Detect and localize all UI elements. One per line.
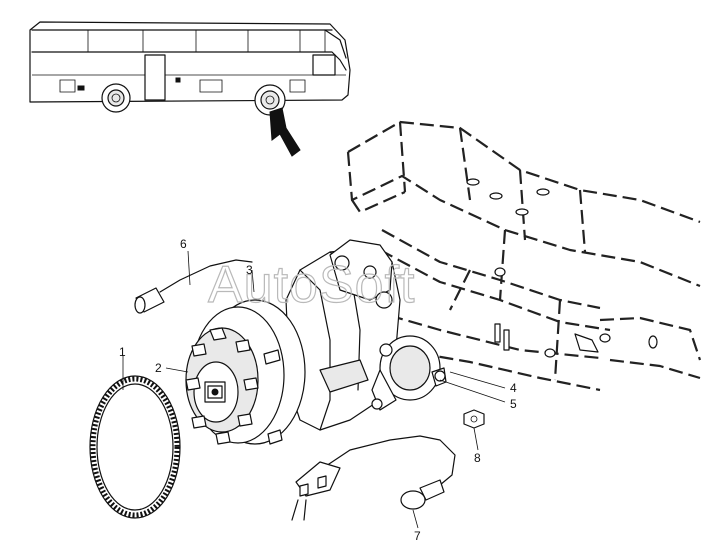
watermark: AutoSoft	[208, 256, 415, 314]
wheel-nuts	[185, 327, 283, 445]
wheel-hub	[185, 299, 306, 445]
callout-4: 4	[510, 381, 517, 395]
callout-3: 3	[246, 263, 253, 277]
abs-sensor-cable-upper	[134, 259, 253, 314]
callout-2: 2	[155, 361, 162, 375]
bus-illustration	[29, 21, 351, 157]
callout-5: 5	[510, 397, 517, 411]
abs-tone-ring	[89, 375, 181, 519]
callout-6: 6	[180, 237, 187, 251]
axle-housing	[285, 239, 447, 431]
callout-7: 7	[414, 529, 421, 543]
callout-8: 8	[474, 451, 481, 465]
callout-1: 1	[119, 345, 126, 359]
hex-nut	[463, 409, 485, 429]
leader-lines	[122, 250, 506, 529]
chassis-frame-phantom	[346, 120, 702, 392]
abs-sensor-cable-lower	[291, 435, 456, 521]
